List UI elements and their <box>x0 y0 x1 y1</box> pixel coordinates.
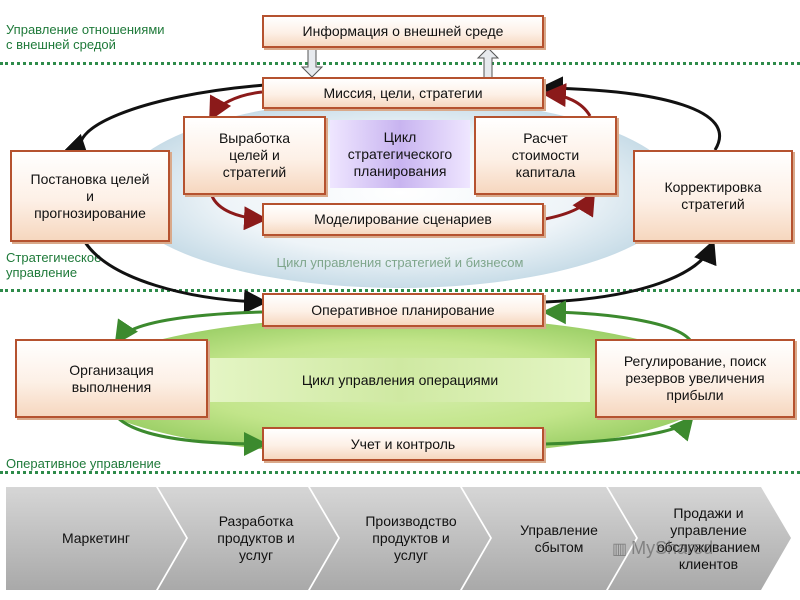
mission-goals-strategies-box: Миссия, цели, стратегии <box>262 77 544 109</box>
watermark-chart-icon: ▥ <box>612 540 628 558</box>
goal-setting-forecasting-box: Постановка целей и прогнозирование <box>10 150 170 242</box>
chain-chevron-product-dev <box>158 487 338 590</box>
chain-chevron-sales-management <box>462 487 636 590</box>
chain-chevron-production <box>310 487 490 590</box>
operations-cycle-label: Цикл управления операциями <box>210 358 590 402</box>
inner-arrow-capital-to-mission <box>542 83 592 117</box>
section-label-external: Управление отношениями с внешней средой <box>6 22 165 52</box>
chain-label-production: Производство продуктов и услуг <box>365 513 457 563</box>
arrow-info-down <box>300 46 324 78</box>
chain-label-sales-management: Управление сбытом <box>520 521 598 555</box>
strategic-outer-loop-bottom-left <box>83 241 268 314</box>
capital-cost-box: Расчет стоимости капитала <box>474 116 617 195</box>
develop-goals-box: Выработка целей и стратегий <box>183 116 326 195</box>
execution-organization-box: Организация выполнения <box>15 339 208 418</box>
value-chain: Маркетинг Разработка продуктов и услуг П… <box>6 487 796 590</box>
strategic-outer-loop-bottom-right <box>544 239 717 304</box>
accounting-control-box: Учет и контроль <box>262 427 544 461</box>
section-label-strategic: Стратегическое управление <box>6 250 102 280</box>
ops-arrow-regulation-to-planning <box>542 300 692 342</box>
strategy-business-cycle-label: Цикл управления стратегией и бизнесом <box>276 255 524 270</box>
chain-label-customer-service: Продажи и управление обслуживанием клиен… <box>656 504 761 572</box>
arrow-info-up <box>476 47 500 79</box>
separator-bottom <box>0 471 800 474</box>
ops-arrow-execution-to-control <box>116 416 268 456</box>
strategic-outer-loop-left <box>63 83 266 160</box>
section-label-operational: Оперативное управление <box>6 456 162 471</box>
inner-arrow-mission-to-develop <box>209 90 263 122</box>
watermark: ▥ MyShared <box>612 538 714 558</box>
operational-planning-box: Оперативное планирование <box>262 293 544 327</box>
regulation-box: Регулирование, поиск резервов увеличения… <box>595 339 795 418</box>
ops-arrow-planning-to-execution <box>114 310 263 345</box>
inner-arrow-scenario-to-capital <box>544 190 596 221</box>
strategic-outer-loop-right <box>539 76 722 151</box>
external-info-box: Информация о внешней среде <box>262 15 544 48</box>
chain-chevron-customer-service <box>608 487 791 590</box>
ops-arrow-control-to-regulation <box>544 415 694 446</box>
scenario-modeling-box: Моделирование сценариев <box>262 203 544 236</box>
chain-label-product-dev: Разработка продуктов и услуг <box>217 513 295 563</box>
chain-chevron-marketing <box>6 487 186 590</box>
strategic-cycle-label: Цикл стратегического планирования <box>330 120 470 188</box>
strategy-adjustment-box: Корректировка стратегий <box>633 150 793 242</box>
value-chain-shapes <box>6 487 791 590</box>
inner-arrow-develop-to-scenario <box>210 195 268 231</box>
chain-label-marketing: Маркетинг <box>61 530 131 546</box>
separator-top <box>0 62 800 65</box>
separator-middle <box>0 289 800 292</box>
